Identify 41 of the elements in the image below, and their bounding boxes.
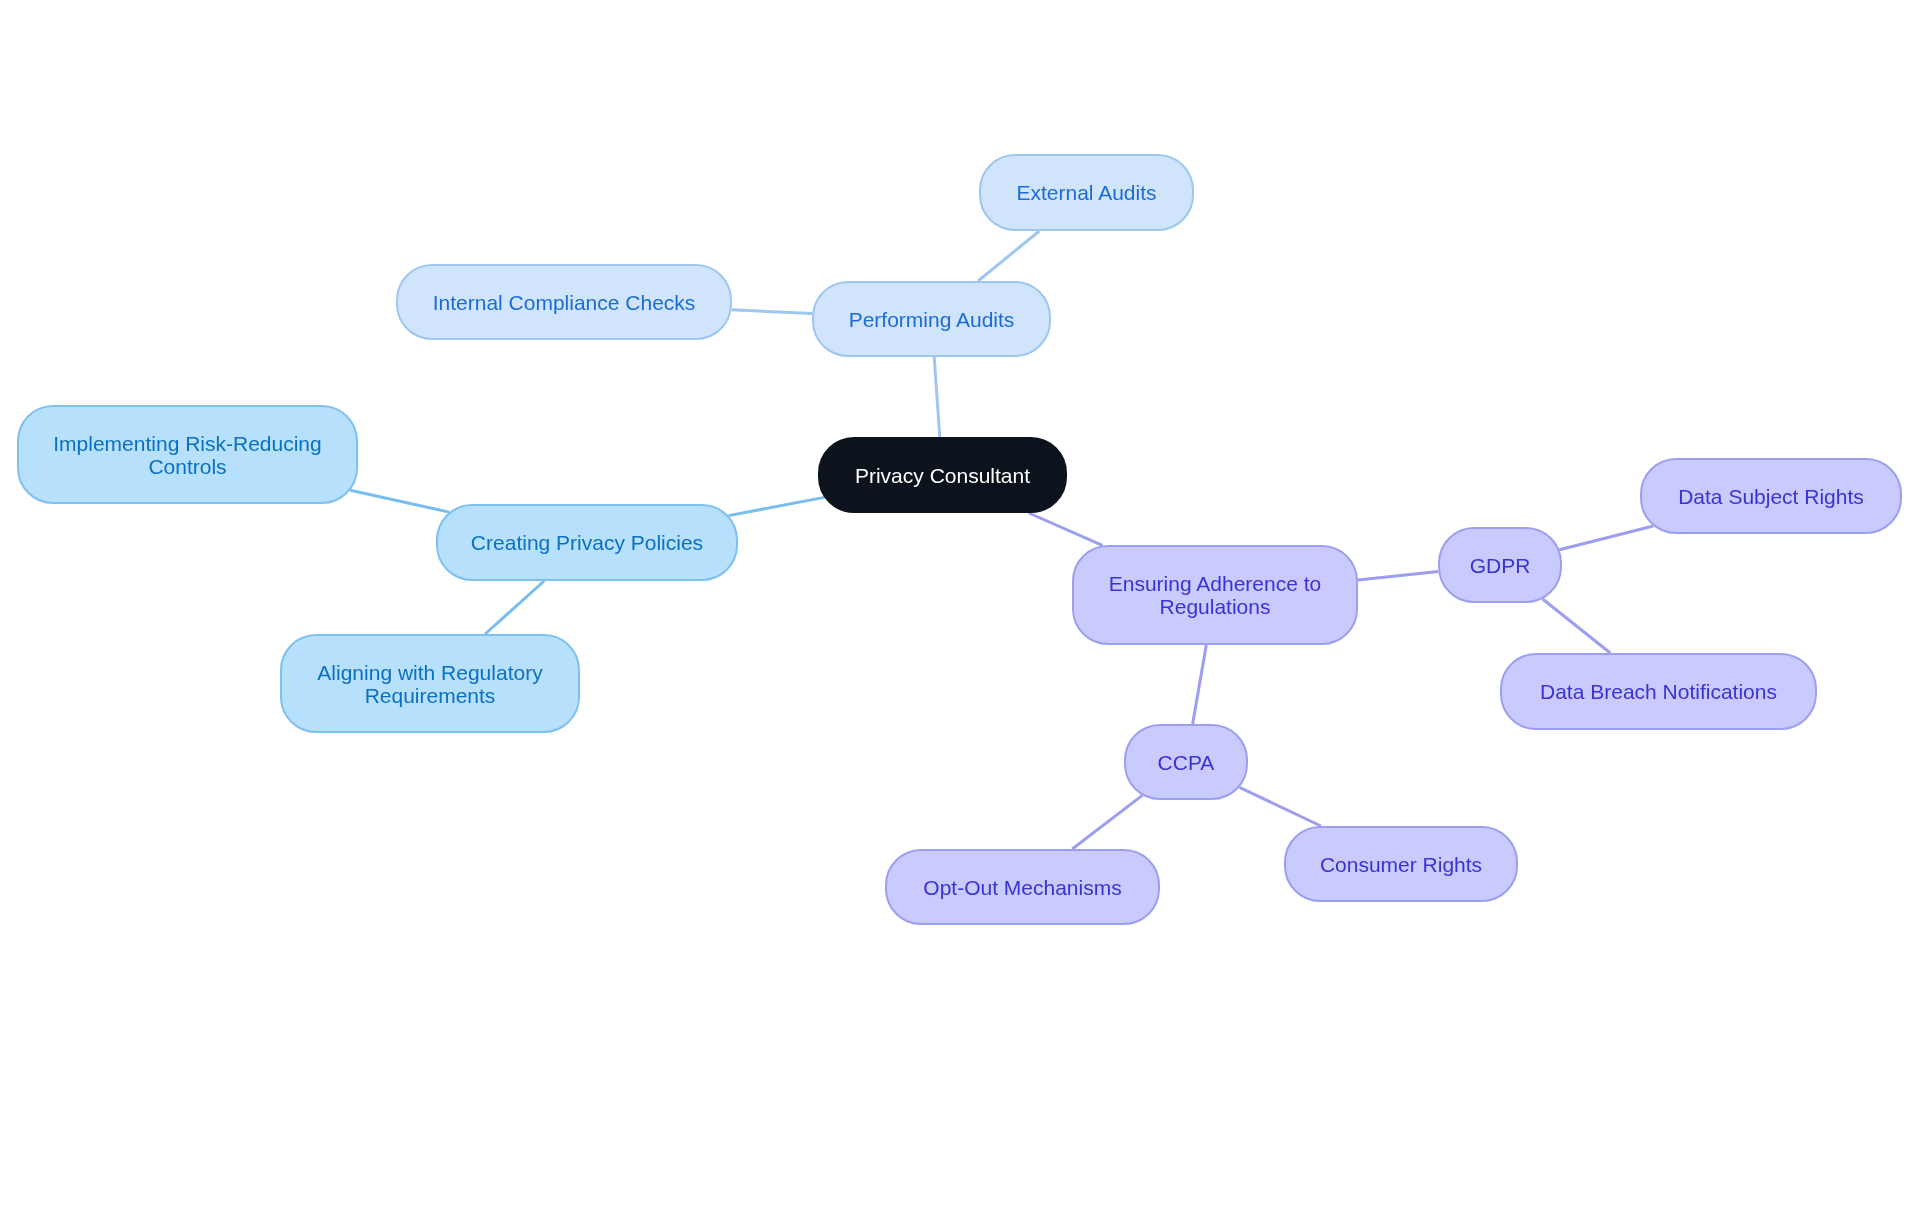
connector-line	[1191, 644, 1208, 725]
topic-pill	[396, 264, 732, 340]
topic-pill	[979, 154, 1194, 231]
topic-pill	[1500, 653, 1817, 730]
topic-pill	[885, 849, 1160, 925]
connector-line	[731, 308, 813, 315]
connector-line	[1071, 794, 1144, 851]
node-label: Data Subject Rights	[1678, 484, 1864, 508]
node-label: Implementing Risk-Reducing Controls	[52, 431, 323, 478]
topic-pill	[1284, 826, 1518, 902]
node-label: Privacy Consultant	[854, 463, 1031, 487]
node-label: Aligning with Regulatory Requirements	[316, 660, 544, 707]
connector-line	[1028, 511, 1103, 547]
connector-line	[1541, 597, 1612, 655]
node-label: Internal Compliance Checks	[432, 290, 696, 314]
root-topic-pill	[818, 437, 1067, 513]
node-label: GDPR	[1469, 553, 1531, 577]
node-label: Data Breach Notifications	[1540, 680, 1777, 703]
node-label: CCPA	[1157, 750, 1215, 774]
node-label: External Audits	[1016, 181, 1157, 204]
connector-line	[484, 579, 546, 636]
topic-pill	[280, 634, 580, 733]
connector-line	[1357, 570, 1439, 582]
topic-pill	[436, 504, 738, 581]
topic-pill	[1640, 458, 1902, 534]
node-label: Creating Privacy Policies	[470, 531, 704, 554]
connector-line	[977, 229, 1041, 283]
topic-pill	[17, 405, 358, 504]
connector-line	[932, 356, 942, 438]
node-label: Opt-Out Mechanisms	[923, 875, 1122, 899]
topic-pill	[812, 281, 1051, 357]
topic-pill	[1124, 724, 1248, 800]
connector-line	[1238, 785, 1322, 828]
topic-pill	[1438, 527, 1562, 603]
node-label: Performing Audits	[848, 307, 1015, 331]
node-label: Ensuring Adherence to Regulations	[1107, 572, 1323, 618]
topic-pill	[1072, 545, 1358, 645]
connector-line	[1559, 524, 1654, 552]
connector-line	[349, 488, 450, 514]
connector-line	[728, 495, 825, 518]
node-label: Consumer Rights	[1319, 852, 1483, 876]
